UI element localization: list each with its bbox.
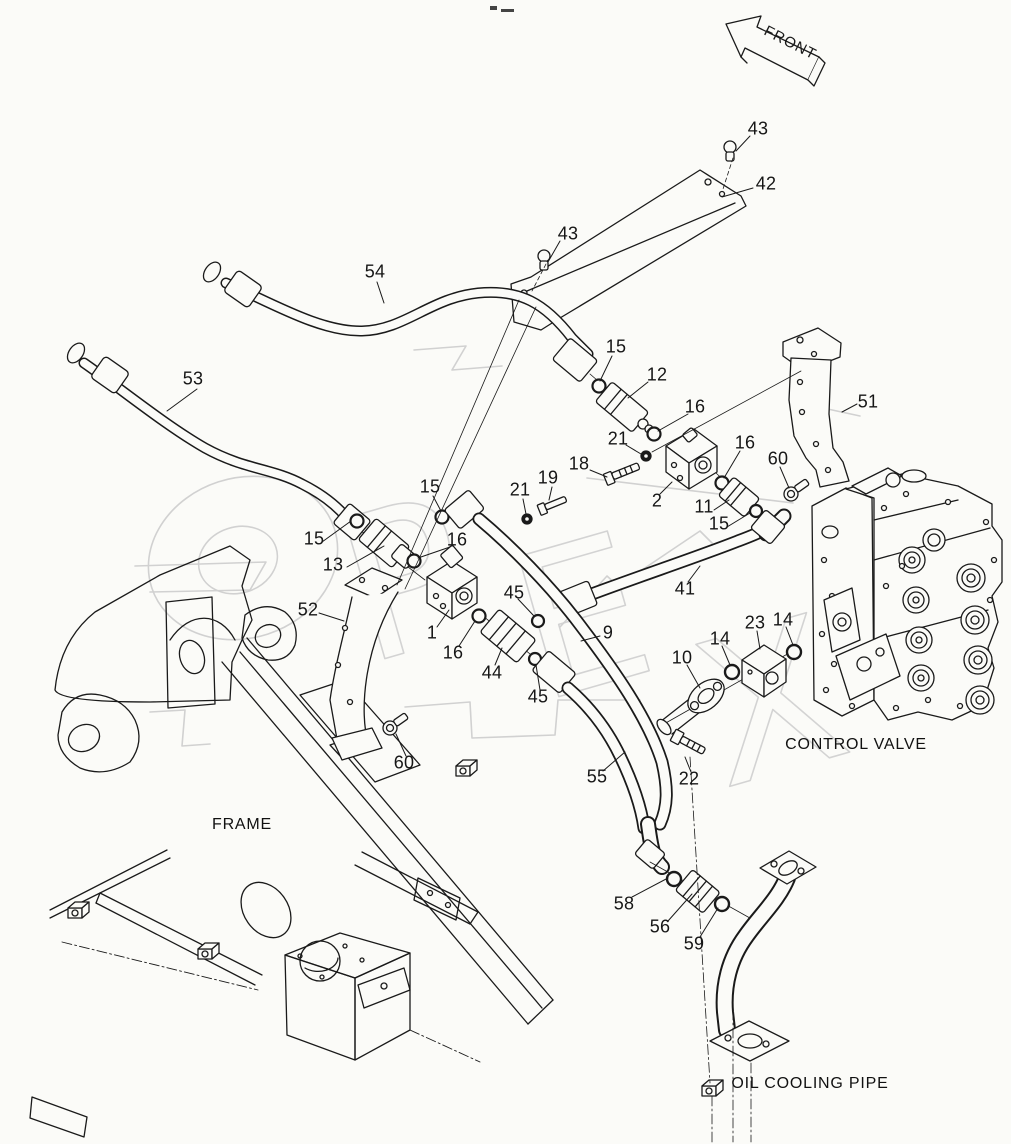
pipe-53: [66, 342, 353, 524]
bolt-43-right: [723, 140, 737, 162]
hose-9: [472, 512, 673, 831]
oil-cooling-pipe: [701, 850, 817, 1097]
flange-chain: [656, 643, 803, 755]
scan-artifact: [490, 6, 514, 12]
watermark: P E X: [134, 345, 870, 835]
upper-fitting-chain: [536, 338, 810, 521]
pipe-54: [202, 261, 594, 360]
valve-block-1-chain: [333, 490, 576, 693]
alignment-lines: [396, 157, 802, 1143]
bracket-51: [782, 327, 850, 488]
front-direction-arrow: FRONT: [725, 15, 826, 87]
control-valve: [811, 467, 1003, 721]
bolt-60-left: [382, 712, 409, 736]
frame-structure: [29, 545, 554, 1138]
bracket-52: [329, 567, 403, 761]
bolt-43-left: [537, 249, 551, 271]
leader-lines: [166, 135, 858, 938]
bottom-elbow-fitting: [634, 816, 670, 875]
cooler-fitting-chain: [649, 861, 758, 923]
